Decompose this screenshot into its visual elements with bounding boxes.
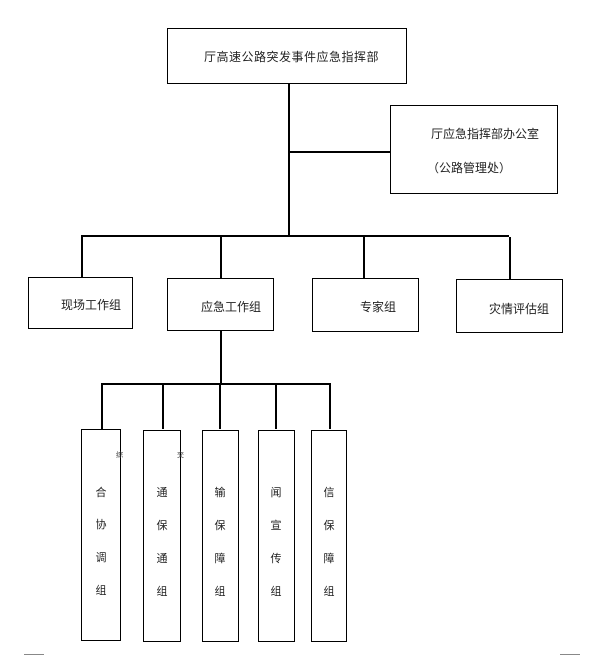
- emergency-trunk-line: [220, 330, 222, 384]
- emergency-group-box: 应急工作组: [167, 278, 274, 331]
- subgroup-4-char-3: 传: [270, 552, 282, 565]
- drop-onsite: [81, 235, 83, 277]
- subgroup-2-char-4: 组: [156, 585, 168, 598]
- expert-group-box: 专家组: [312, 278, 419, 332]
- assessment-group-box: 灾情评估组: [456, 279, 563, 333]
- clipped-fragment-2: 交: [177, 451, 184, 459]
- subgroup-2-char-2: 保: [156, 519, 168, 532]
- expert-group-label: 专家组: [360, 300, 397, 314]
- drop-assessment: [509, 237, 511, 279]
- hq-label: 厅高速公路突发事件应急指挥部: [204, 50, 380, 64]
- subgroup-1-char-3: 调: [95, 551, 107, 564]
- office-label-line1: 厅应急指挥部办公室: [431, 127, 540, 141]
- subgroup-2-char-1: 通: [156, 486, 168, 499]
- drop-sub-2: [162, 383, 164, 429]
- subgroup-box-2: 通 保 通 组: [143, 430, 181, 642]
- subgroup-1-char-4: 组: [95, 584, 107, 597]
- subgroup-2-char-3: 通: [156, 552, 168, 565]
- subgroup-3-char-3: 障: [214, 552, 226, 565]
- drop-sub-3: [219, 383, 221, 429]
- subgroup-3-char-4: 组: [214, 585, 226, 598]
- subgroup-4-char-4: 组: [270, 585, 282, 598]
- page-corner-mark-left: [24, 654, 44, 663]
- subgroup-3-char-1: 输: [214, 486, 226, 499]
- subgroup-4-char-1: 闻: [270, 486, 282, 499]
- hq-trunk-line: [288, 83, 290, 237]
- subgroup-5-char-4: 组: [323, 585, 335, 598]
- drop-sub-1: [101, 383, 103, 429]
- drop-expert: [363, 236, 365, 278]
- office-branch-line: [288, 151, 390, 153]
- page-corner-mark-right: [560, 654, 580, 663]
- subgroup-4-char-2: 宣: [270, 519, 282, 532]
- onsite-group-label: 现场工作组: [61, 298, 122, 312]
- subgroup-box-1: 合 协 调 组: [81, 429, 121, 641]
- drop-sub-5: [329, 383, 331, 429]
- subgroup-box-3: 输 保 障 组: [202, 430, 239, 642]
- group-bus-line: [81, 235, 509, 237]
- subgroup-5-char-3: 障: [323, 552, 335, 565]
- clipped-fragment-1: 综: [116, 451, 123, 459]
- subgroup-bus-line: [101, 383, 330, 385]
- hq-box: 厅高速公路突发事件应急指挥部: [167, 28, 407, 84]
- subgroup-5-char-1: 信: [323, 486, 335, 499]
- subgroup-1-char-2: 协: [95, 518, 107, 531]
- subgroup-5-char-2: 保: [323, 519, 335, 532]
- office-box: 厅应急指挥部办公室 （公路管理处）: [390, 105, 558, 194]
- drop-sub-4: [275, 383, 277, 429]
- emergency-group-label: 应急工作组: [201, 300, 262, 314]
- subgroup-box-4: 闻 宣 传 组: [258, 430, 295, 642]
- subgroup-box-5: 信 保 障 组: [311, 430, 347, 642]
- onsite-group-box: 现场工作组: [28, 277, 133, 329]
- office-label-line2: （公路管理处）: [427, 161, 512, 175]
- drop-emergency: [220, 235, 222, 278]
- subgroup-1-char-1: 合: [95, 486, 107, 499]
- assessment-group-label: 灾情评估组: [489, 302, 550, 316]
- subgroup-3-char-2: 保: [214, 519, 226, 532]
